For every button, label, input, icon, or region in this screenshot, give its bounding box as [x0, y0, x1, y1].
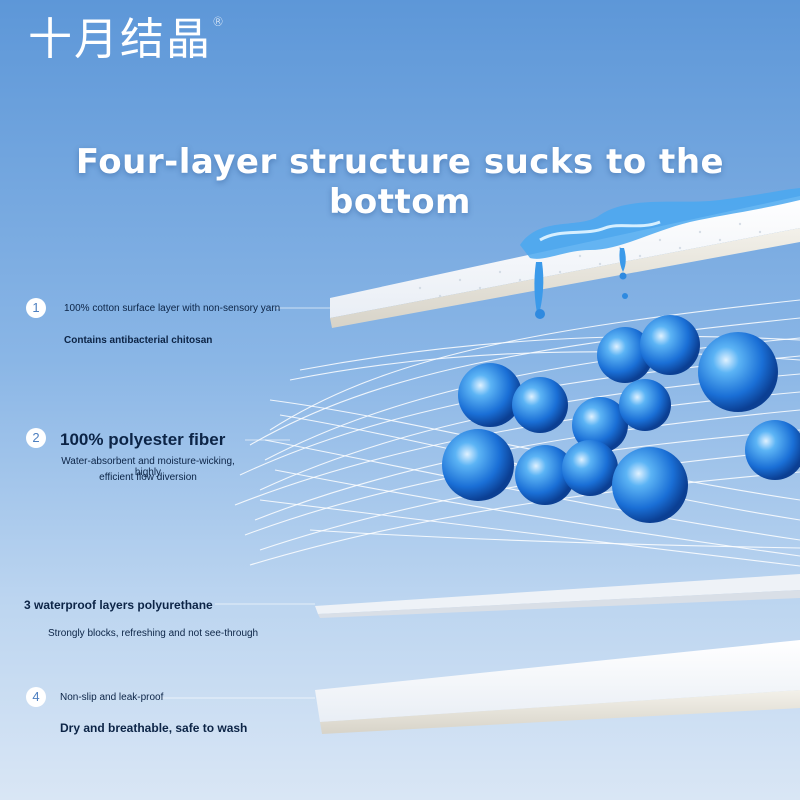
page-headline: Four-layer structure sucks to the bottom — [75, 142, 725, 222]
water-splash — [520, 188, 800, 319]
water-beads — [442, 315, 800, 523]
layer-4-number-badge: 4 — [26, 687, 46, 707]
layer-1-title: 100% cotton surface layer with non-senso… — [64, 303, 281, 314]
layer-4-title: Non-slip and leak-proof — [60, 692, 164, 703]
layer-3-description: Strongly blocks, refreshing and not see-… — [48, 628, 259, 639]
layer-4-description: Dry and breathable, safe to wash — [60, 721, 248, 735]
layer-1-sheet — [330, 196, 800, 328]
brand-name: 十月结晶 — [28, 14, 212, 65]
layer-2-description-line-1: Water-absorbent and moisture-wicking, hi… — [61, 456, 235, 478]
layer-2-number-badge: 2 — [26, 428, 46, 448]
layer-1-number-badge: 1 — [26, 298, 46, 318]
brand-logo: 十月结晶® — [28, 15, 226, 62]
layer-3-sheet — [315, 574, 800, 618]
layer-3-title: 3 waterproof layers polyurethane — [24, 598, 213, 612]
layer-4-sheet — [315, 640, 800, 734]
layer-2-description-line-2: efficient flow diversion — [99, 472, 197, 483]
layer-2-title: 100% polyester fiber — [60, 430, 226, 449]
layer-1-description: Contains antibacterial chitosan — [64, 335, 213, 346]
registered-mark: ® — [212, 15, 226, 29]
